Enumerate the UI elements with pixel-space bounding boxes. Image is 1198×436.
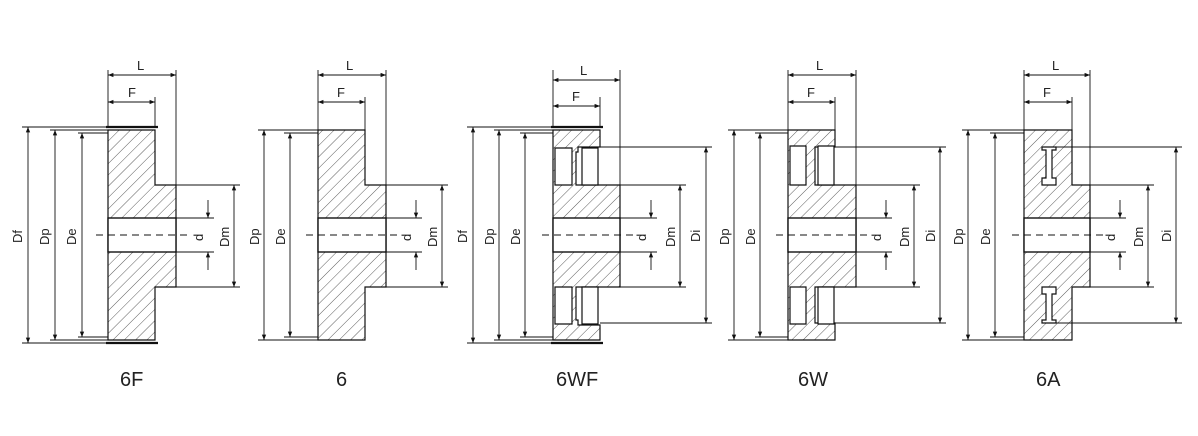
- caption-6wf: 6WF: [556, 369, 598, 391]
- dim-De-label: De: [978, 228, 993, 245]
- dim-Di-label: Di: [923, 230, 938, 242]
- pulley-6w-pocket-bottom-r: [817, 286, 835, 325]
- pulley-6-bore: [317, 217, 387, 253]
- dim-F-label: F: [337, 85, 345, 100]
- pulley-6w-pocket-top: [789, 145, 807, 186]
- dim-Dm-label: Dm: [217, 227, 232, 247]
- dim-F-label: F: [128, 85, 136, 100]
- dim-Dm-label: Dm: [897, 227, 912, 247]
- dim-L-label: L: [816, 58, 823, 73]
- dim-d-label: d: [399, 234, 414, 241]
- dim-Dm-label: Dm: [1131, 227, 1146, 247]
- dim-Dm-label: Dm: [663, 227, 678, 247]
- dim-d-label: d: [869, 234, 884, 241]
- dim-De-label: De: [508, 228, 523, 245]
- pulley-6f-bore: [107, 217, 177, 253]
- caption-6: 6: [336, 369, 347, 391]
- dim-Df-label: Df: [455, 230, 470, 243]
- dim-Dp-label: Dp: [717, 228, 732, 245]
- dim-De-label: De: [64, 228, 79, 245]
- pulley-6wf-bore: [552, 217, 621, 253]
- dim-De-label: De: [743, 228, 758, 245]
- dim-Di-label: Di: [688, 230, 703, 242]
- dim-F-label: F: [1043, 85, 1051, 100]
- dim-Df-label: Df: [10, 230, 25, 243]
- dim-De-label: De: [273, 228, 288, 245]
- caption-6a: 6A: [1036, 369, 1061, 391]
- dim-F-label: F: [807, 85, 815, 100]
- dim-d-label: d: [634, 234, 649, 241]
- pulley-6wf-pocket-bottom-r: [581, 286, 599, 325]
- pulley-6w-bore: [787, 217, 857, 253]
- dim-L-label: L: [137, 58, 144, 73]
- pulley-6wf-pocket-bottom: [554, 286, 573, 325]
- dim-L-label: L: [1052, 58, 1059, 73]
- pulley-6w-pocket-bottom: [789, 286, 807, 325]
- dim-Di-label: Di: [1159, 230, 1174, 242]
- pulley-6w: L F Dp De d Dm Di 6W: [717, 58, 946, 391]
- dim-Dp-label: Dp: [951, 228, 966, 245]
- dim-Dp-label: Dp: [247, 228, 262, 245]
- dim-Dm-label: Dm: [425, 227, 440, 247]
- pulley-6w-pocket-top-r: [817, 145, 835, 186]
- caption-6f: 6F: [120, 369, 143, 391]
- dim-F-label: F: [572, 89, 580, 104]
- caption-6w: 6W: [798, 369, 828, 391]
- pulley-6a: L F Dp De d Dm Di 6A: [951, 58, 1182, 391]
- pulley-6a-bore: [1023, 217, 1091, 253]
- dim-d-label: d: [191, 234, 206, 241]
- dim-L-label: L: [346, 58, 353, 73]
- pulley-6wf-pocket-top: [554, 147, 573, 186]
- pulley-6f: L F Df Dp De d Dm 6F: [10, 58, 240, 391]
- pulley-6: L F Dp De d Dm 6: [247, 58, 448, 391]
- pulley-6wf: L F Df Dp De d Dm Di 6WF: [455, 63, 712, 391]
- pulley-6wf-pocket-top-r: [581, 147, 599, 186]
- dim-Dp-label: Dp: [37, 228, 52, 245]
- dim-Dp-label: Dp: [482, 228, 497, 245]
- dim-d-label: d: [1103, 234, 1118, 241]
- pulley-6a-groove-top: [1041, 146, 1057, 186]
- dim-L-label: L: [580, 63, 587, 78]
